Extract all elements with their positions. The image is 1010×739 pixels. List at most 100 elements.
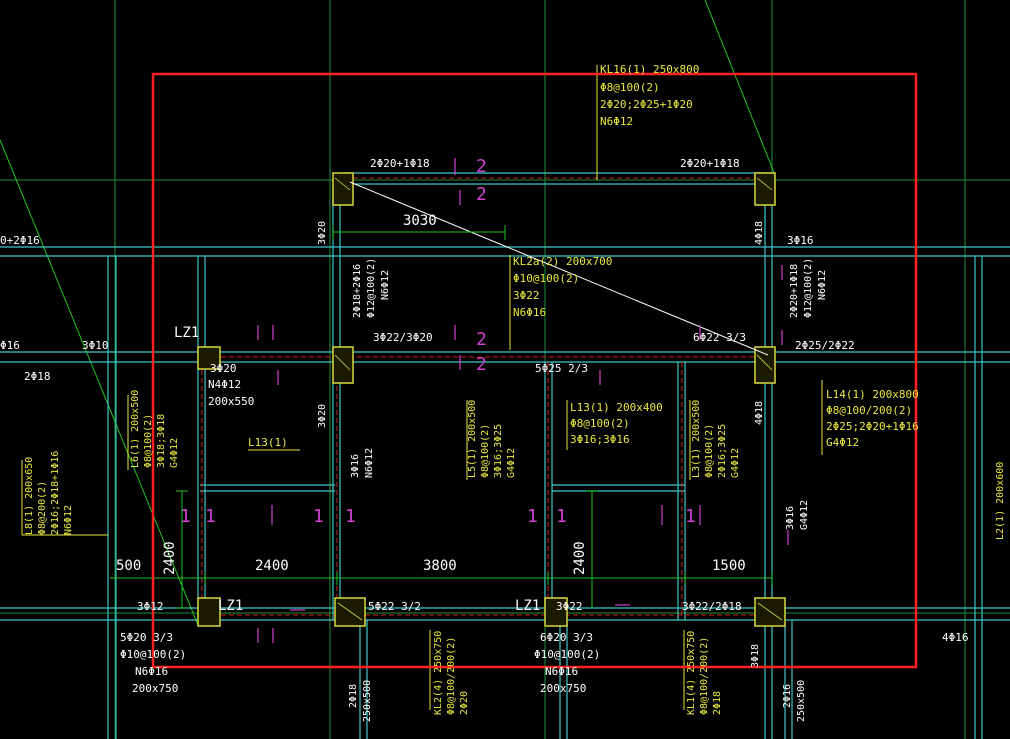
diagonal-leaders [0, 0, 776, 626]
section-number: 2 [476, 156, 487, 177]
bm-6020: 6Φ20 3/3 [540, 631, 593, 644]
v-2020-1018: 2Φ20+1Φ18 [789, 264, 800, 318]
top-left-bar: 2Φ20+1Φ18 [370, 157, 430, 170]
r-3016: 3Φ16 [785, 506, 796, 530]
yellow-vertical-annotations: L6(1) 200x500 Φ8@100(2) 3Φ18;3Φ18 G4Φ12 … [24, 390, 1006, 715]
kl1-bars: 2Φ18 [712, 691, 723, 715]
vb-2018: 2Φ18 [348, 684, 359, 708]
l13-bars: 3Φ16;3Φ16 [570, 433, 630, 446]
l3-stirrup: Φ8@100(2) [704, 424, 715, 478]
section-number: 1 [685, 506, 696, 527]
far-left-2018: 2Φ18 [24, 370, 51, 383]
bl-5020: 5Φ20 3/3 [120, 631, 173, 644]
column-hatch [334, 177, 783, 621]
yellow-leaders [21, 65, 823, 710]
bl-010: Φ10@100(2) [120, 648, 186, 661]
l13-small-label: L13(1) [248, 436, 288, 449]
l5-g: G4Φ12 [506, 448, 517, 478]
far-right-4016: 4Φ16 [942, 631, 969, 644]
diagonal-leader-kl2 [349, 181, 769, 356]
section-number: 2 [476, 354, 487, 375]
v-n6012: N6Φ12 [380, 270, 391, 300]
kl1-stirrup: Φ8@100/200(2) [699, 637, 710, 715]
v-012-100: Φ12@100(2) [366, 258, 377, 318]
kl2b-bars: 2Φ20 [459, 691, 470, 715]
section-number: 2 [476, 184, 487, 205]
l14-g: G4Φ12 [826, 436, 859, 449]
l14-title: L14(1) 200x800 [826, 388, 919, 401]
kl16-title: KL16(1) 250x800 [600, 63, 699, 76]
v-012-100b: Φ12@100(2) [803, 258, 814, 318]
lz1-label-bottom-mid: LZ1 [515, 598, 540, 614]
l6-bars: 3Φ18;3Φ18 [156, 414, 167, 468]
right-3016: 3Φ16 [787, 234, 814, 247]
kl2-title: KL2a(2) 200x700 [513, 255, 612, 268]
column-labels: LZ1 LZ1 LZ1 [174, 325, 540, 614]
dimension-lines [110, 225, 773, 609]
kl2b-title: KL2(4) 250x750 [433, 631, 444, 715]
beam-lines [0, 172, 1010, 739]
vb-2016: 2Φ16 [782, 684, 793, 708]
vb-250-500: 250x500 [362, 680, 373, 722]
dim-3030: 3030 [403, 213, 437, 229]
l14-stirrup: Φ8@100/200(2) [826, 404, 912, 417]
section-number: 1 [527, 506, 538, 527]
white-annotations: 2Φ20+1Φ18 2Φ20+1Φ18 3Φ16 0+2Φ16 3Φ22/3Φ2… [0, 157, 969, 695]
far-left-016: Φ16 [0, 339, 20, 352]
far-left-3010: 3Φ10 [82, 339, 109, 352]
kl2-n: N6Φ16 [513, 306, 546, 319]
v-3016: 3Φ16 [350, 454, 361, 478]
lz1-label-top: LZ1 [174, 325, 199, 341]
b-3022-2018: 3Φ22/2Φ18 [682, 600, 742, 613]
mid-6022: 6Φ22 3/3 [693, 331, 746, 344]
l13-stirrup: Φ8@100(2) [570, 417, 630, 430]
l5-bars: 3Φ16;3Φ25 [493, 424, 504, 478]
l5-title: L5(1) 200x500 [467, 400, 478, 478]
dimension-text: 3030 500 2400 3800 1500 2400 2400 [116, 213, 746, 575]
v-n6012b: N6Φ12 [817, 270, 828, 300]
kl1-title: KL1(4) 250x750 [686, 631, 697, 715]
yellow-annotations: KL16(1) 250x800 Φ8@100(2) 2Φ20;2Φ25+1Φ20… [248, 63, 919, 449]
far-left-bar: 0+2Φ16 [0, 234, 40, 247]
kl2-bars: 3Φ22 [513, 289, 540, 302]
right-4018: 4Φ18 [754, 221, 765, 245]
b-3012: 3Φ12 [137, 600, 164, 613]
l6-stirrup: Φ8@100(2) [143, 414, 154, 468]
dim-2400-v: 2400 [162, 541, 178, 575]
l6-title: L6(1) 200x500 [130, 390, 141, 468]
lz1-3020: 3Φ20 [210, 362, 237, 375]
section-number: 1 [556, 506, 567, 527]
v-n6012c: N6Φ12 [364, 448, 375, 478]
lz1-n4012: N4Φ12 [208, 378, 241, 391]
bm-010: Φ10@100(2) [534, 648, 600, 661]
l5-stirrup: Φ8@100(2) [480, 424, 491, 478]
l8-bars: 2Φ16;2Φ18+1Φ16 [50, 451, 61, 535]
left-3020: 3Φ20 [317, 221, 328, 245]
l8-stirrup: Φ8@200(2) [37, 481, 48, 535]
section-number: 1 [345, 506, 356, 527]
b-3018: 3Φ18 [750, 644, 761, 668]
kl16-stirrup: Φ8@100(2) [600, 81, 660, 94]
kl16-bars: 2Φ20;2Φ25+1Φ20 [600, 98, 693, 111]
dim-2400-v2: 2400 [572, 541, 588, 575]
section-marks [257, 158, 789, 643]
hidden-lines [201, 177, 760, 616]
dim-1500: 1500 [712, 558, 746, 574]
kl2-stirrup: Φ10@100(2) [513, 272, 579, 285]
vb-250-500b: 250x500 [796, 680, 807, 722]
mid-2025: 2Φ25/2Φ22 [795, 339, 855, 352]
section-numbers: 1 1 1 1 1 1 1 2 2 2 2 [180, 156, 696, 527]
v-4018b: 4Φ18 [754, 401, 765, 425]
section-number: 2 [476, 329, 487, 350]
b-5022: 5Φ22 3/2 [368, 600, 421, 613]
dim-3800: 3800 [423, 558, 457, 574]
bl-size: 200x750 [132, 682, 178, 695]
section-number: 1 [180, 506, 191, 527]
kl2b-stirrup: Φ8@100/200(2) [446, 637, 457, 715]
columns [197, 172, 786, 627]
selection-box[interactable] [151, 72, 918, 669]
l3-bars: 2Φ16;3Φ25 [717, 424, 728, 478]
v-2018-2016: 2Φ18+2Φ16 [352, 264, 363, 318]
